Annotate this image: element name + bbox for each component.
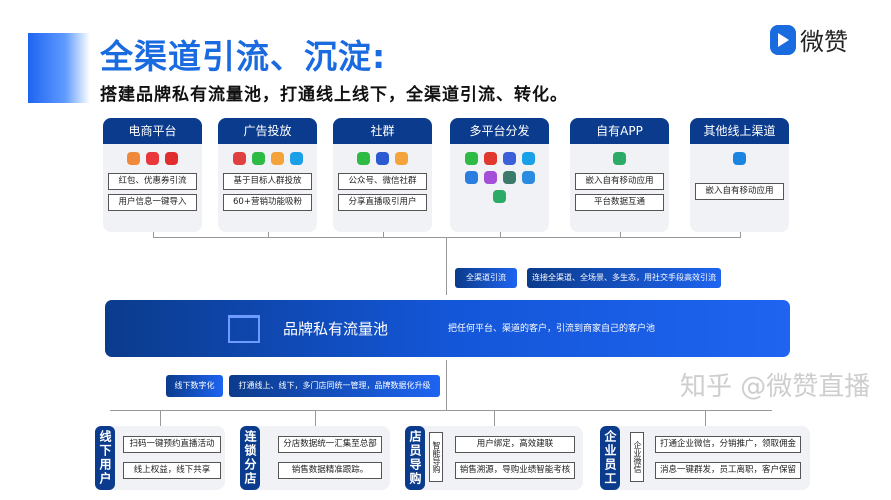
offline-feature: 销售数据精准跟踪。 bbox=[278, 462, 382, 479]
channel-card: 自有APP 嵌入自有移动应用平台数据互通 bbox=[570, 118, 669, 232]
channel-card: 电商平台红包、优惠券引流用户信息一键导入 bbox=[103, 118, 202, 232]
channel-feature: 嵌入自有移动应用 bbox=[575, 173, 664, 190]
channel-card: 多平台分发 bbox=[450, 118, 549, 232]
connector-arrow-up bbox=[446, 360, 447, 410]
chat-icon bbox=[483, 171, 497, 184]
offline-group-title: 店员导购 bbox=[405, 426, 425, 490]
online-tag-desc: 连接全渠道、全场景、多生态，用社交手段高效引流 bbox=[527, 268, 721, 288]
offline-feature: 扫码一键预约直播活动 bbox=[123, 436, 221, 453]
tv-icon bbox=[502, 171, 516, 184]
offline-group-title: 企业员工 bbox=[600, 426, 620, 490]
channel-card: 社群公众号、微信社群分享直播吸引用户 bbox=[333, 118, 432, 232]
connector-tick bbox=[705, 410, 706, 426]
circle-icon bbox=[270, 152, 284, 165]
connector-tick bbox=[383, 232, 384, 238]
connector-arrow-down bbox=[446, 237, 447, 295]
connector-tick bbox=[153, 232, 154, 238]
channel-title: 自有APP bbox=[570, 118, 669, 144]
connector-tick bbox=[315, 410, 316, 426]
taobao-icon bbox=[127, 152, 140, 165]
app-icon bbox=[493, 190, 506, 203]
channel-feature: 用户信息一键导入 bbox=[108, 194, 197, 211]
offline-tag-desc: 打通线上、线下，多门店同统一管理，品牌数据化升级 bbox=[229, 375, 440, 397]
circle-icon bbox=[395, 152, 408, 165]
offline-sub: 智能导购 bbox=[429, 432, 443, 482]
connector-tick bbox=[160, 410, 161, 426]
offline-group: 连锁分店 分店数据统一汇集至总部销售数据精准跟踪。 bbox=[240, 426, 390, 490]
wechat-icon bbox=[464, 152, 478, 165]
offline-sub: 企业微信 bbox=[630, 432, 644, 482]
title-accent-bar bbox=[28, 33, 90, 103]
connector-line bbox=[153, 237, 741, 238]
pool-title: 品牌私有流量池 bbox=[283, 320, 389, 338]
channel-card: 其他线上渠道嵌入自有移动应用 bbox=[690, 118, 789, 232]
channel-feature: 红包、优惠券引流 bbox=[108, 173, 197, 190]
zhihu-icon bbox=[464, 171, 478, 184]
page-title: 全渠道引流、沉淀: bbox=[100, 37, 387, 76]
offline-group: 线下用户扫码一键预约直播活动线上权益，线下共享 bbox=[95, 426, 225, 490]
offline-feature: 打通企业微信，分销推广，领取佣金 bbox=[655, 436, 801, 453]
channel-title: 电商平台 bbox=[103, 118, 202, 144]
channel-feature: 平台数据互通 bbox=[575, 194, 664, 211]
connector-tick bbox=[620, 232, 621, 238]
pinduoduo-icon bbox=[165, 152, 178, 165]
logo: 微赞 bbox=[770, 22, 848, 57]
drop-icon bbox=[289, 152, 303, 165]
channel-feature: 60+营销功能吸粉 bbox=[223, 194, 312, 211]
offline-feature: 分店数据统一汇集至总部 bbox=[278, 436, 382, 453]
offline-feature: 用户绑定，高效建联 bbox=[455, 436, 575, 453]
channel-title: 社群 bbox=[333, 118, 432, 144]
contacts-icon bbox=[376, 152, 389, 165]
pool-desc: 把任何平台、渠道的客户，引流到商家自己的客户池 bbox=[448, 324, 656, 334]
offline-feature: 销售溯源，导购业绩智能考核 bbox=[455, 462, 575, 479]
offline-group-title: 连锁分店 bbox=[240, 426, 260, 490]
brand-traffic-pool: 品牌私有流量池 把任何平台、渠道的客户，引流到商家自己的客户池 bbox=[105, 300, 790, 357]
online-tag: 全渠道引流 bbox=[455, 268, 517, 288]
ad-icon bbox=[232, 152, 246, 165]
offline-tag: 线下数字化 bbox=[166, 375, 223, 397]
weibo-icon bbox=[483, 152, 497, 165]
channel-title: 多平台分发 bbox=[450, 118, 549, 144]
tmall-icon bbox=[146, 152, 159, 165]
channel-feature: 分享直播吸引用户 bbox=[338, 194, 427, 211]
play-logo-icon bbox=[770, 24, 796, 55]
wechat-icon bbox=[357, 152, 370, 165]
drop-icon bbox=[521, 152, 535, 165]
offline-feature: 消息一键群发，员工离职，客户保留 bbox=[655, 462, 801, 479]
channel-card: 广告投放基于目标人群投放 60+营销功能吸粉 bbox=[218, 118, 317, 232]
offline-group: 店员导购智能导购用户绑定，高效建联销售溯源，导购业绩智能考核 bbox=[405, 426, 583, 490]
connector-tick bbox=[494, 410, 495, 426]
logo-text: 微赞 bbox=[800, 28, 848, 56]
baidu-icon bbox=[502, 152, 516, 165]
connector-tick bbox=[500, 232, 501, 238]
watermark: 知乎 @微赞直播 bbox=[680, 372, 871, 402]
offline-feature: 线上权益，线下共享 bbox=[123, 462, 221, 479]
offline-group-title: 线下用户 bbox=[95, 426, 115, 490]
channel-title: 其他线上渠道 bbox=[690, 118, 789, 144]
offline-group: 企业员工企业微信打通企业微信，分销推广，领取佣金消息一键群发，员工离职，客户保留 bbox=[600, 426, 810, 490]
channel-feature: 嵌入自有移动应用 bbox=[695, 183, 784, 200]
app-icon bbox=[613, 152, 626, 165]
connector-tick bbox=[740, 232, 741, 238]
k-icon bbox=[521, 171, 535, 184]
connector-tick bbox=[268, 232, 269, 238]
connector-line-bottom bbox=[110, 410, 772, 411]
channel-feature: 基于目标人群投放 bbox=[223, 173, 312, 190]
wechat-icon bbox=[251, 152, 265, 165]
channel-title: 广告投放 bbox=[218, 118, 317, 144]
channel-feature: 公众号、微信社群 bbox=[338, 173, 427, 190]
ie-icon bbox=[733, 152, 746, 165]
page-subtitle: 搭建品牌私有流量池，打通线上线下，全渠道引流、转化。 bbox=[100, 85, 568, 105]
box-icon bbox=[228, 315, 260, 343]
